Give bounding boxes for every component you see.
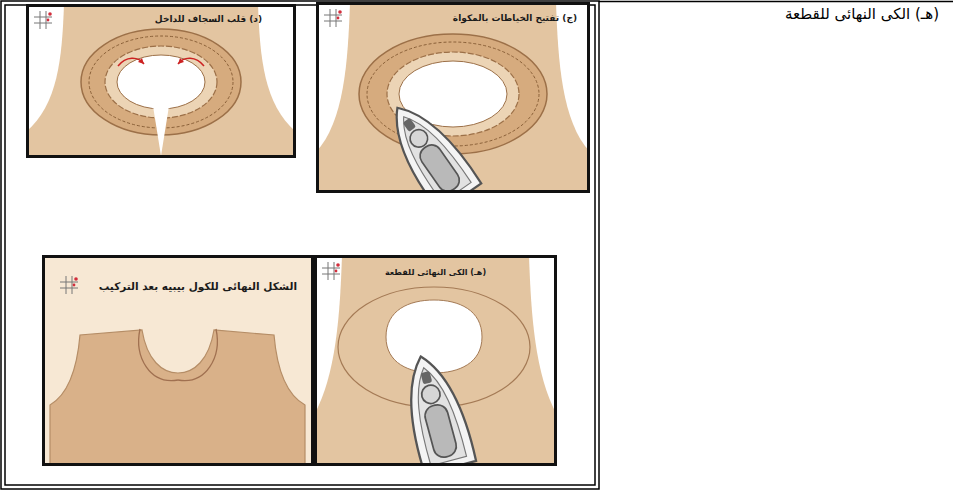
illustration-panel: (د) قلب السجاف للداخل (26, 4, 296, 158)
illustration-panel: (هـ) الكى النهائى للقطعة (314, 255, 557, 466)
seam-press-drawing (316, 2, 590, 193)
illustration-panel: (ج) تفتيح الخياطات بالمكواة (316, 2, 590, 193)
panel-title: (د) قلب السجاف للداخل (155, 14, 262, 25)
panel-title: الشكل النهائى للكول بيبيه بعد التركيب (99, 280, 297, 293)
panel-title: (ج) تفتيح الخياطات بالمكواة (453, 13, 577, 24)
final-collar-drawing (42, 255, 314, 466)
panel-title: (هـ) الكى النهائى للقطعة (317, 268, 554, 278)
illustration-panel: الشكل النهائى للكول بيبيه بعد التركيب (42, 255, 314, 466)
final-press-drawing (314, 255, 557, 466)
step-label: (هـ) الكى النهائى للقطعة (785, 5, 939, 25)
collar-turn-drawing (26, 4, 296, 158)
